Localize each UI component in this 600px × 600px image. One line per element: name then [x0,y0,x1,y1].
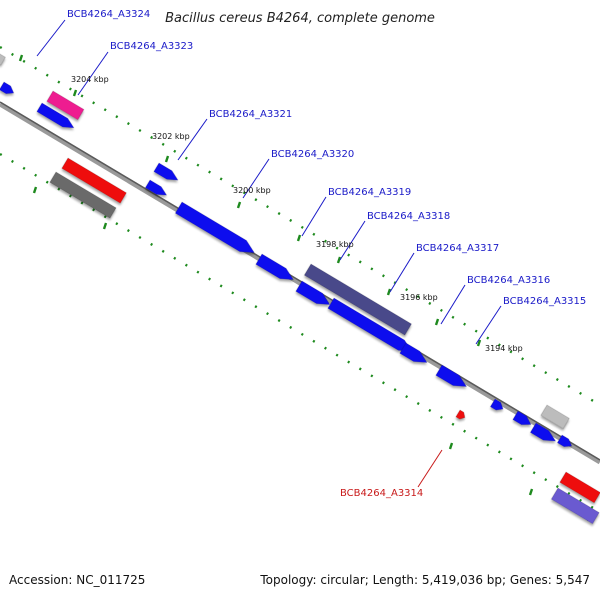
tick-label: 3204 kbp [71,75,109,84]
label-leader-line [77,51,109,96]
gene-feature[interactable] [559,471,600,504]
label-leader-line [301,196,327,237]
major-tick [434,318,440,326]
gene-feature[interactable] [550,487,600,525]
gene-feature[interactable] [295,280,333,310]
gene-feature[interactable] [46,90,85,121]
gene-label-a3321[interactable]: BCB4264_A3321 [209,109,292,120]
major-tick [18,54,24,62]
label-leaders [36,19,502,488]
major-tick [336,256,342,264]
gene-feature[interactable] [255,253,296,285]
tick-label: 3198 kbp [316,240,354,249]
gene-feature[interactable] [512,410,534,429]
label-leader-line [389,252,415,293]
gene-feature[interactable] [36,102,76,132]
tick-label: 3194 kbp [485,344,523,353]
label-leader-line [36,19,66,57]
major-tick [72,89,78,97]
gene-label-a3317[interactable]: BCB4264_A3317 [416,243,499,254]
label-leader-line [475,305,502,345]
major-tick [528,488,534,496]
map-title: Bacillus cereus B4264, complete genome [165,11,435,26]
gene-feature[interactable] [489,398,505,413]
major-tick [476,339,482,347]
major-tick [448,442,454,450]
gene-label-a3319[interactable]: BCB4264_A3319 [328,187,411,198]
gene-label-a3316[interactable]: BCB4264_A3316 [467,275,550,286]
gene-label-a3320[interactable]: BCB4264_A3320 [271,149,354,160]
label-leader-line [177,118,208,161]
gene-feature[interactable] [435,364,470,392]
major-tick [296,234,302,242]
tick-label: 3196 kbp [400,293,438,302]
tick-row [0,45,600,407]
gene-feature[interactable] [174,201,257,258]
genome-summary-text: Topology: circular; Length: 5,419,036 bp… [260,573,590,587]
major-tick [32,186,38,194]
gene-feature[interactable] [556,434,574,450]
label-leader-line [417,449,443,488]
gene-label-a3323[interactable]: BCB4264_A3323 [110,41,193,52]
tick-row [0,152,600,514]
accession-text: Accession: NC_011725 [9,573,146,587]
gene-label-a3314[interactable]: BCB4264_A3314 [340,488,423,499]
gene-feature[interactable] [144,179,169,199]
major-tick [102,222,108,230]
tick-label: 3200 kbp [233,186,271,195]
tick-label: 3202 kbp [152,132,190,141]
gene-feature[interactable] [0,47,6,66]
gene-label-a3324[interactable]: BCB4264_A3324 [67,9,150,20]
major-tick [386,288,392,296]
gene-feature[interactable] [0,81,16,97]
genome-backbone-edge [0,101,600,461]
gene-feature[interactable] [61,157,127,204]
label-leader-line [440,284,466,325]
gene-feature[interactable] [455,409,467,421]
gene-feature[interactable] [49,171,117,219]
gene-feature[interactable] [303,263,412,336]
label-leader-line [339,220,366,261]
major-tick [236,201,242,209]
gene-feature[interactable] [529,422,558,446]
tick-marks [0,45,600,522]
gene-label-a3315[interactable]: BCB4264_A3315 [503,296,586,307]
gene-feature[interactable] [153,162,181,184]
label-leader-line [242,158,270,199]
gene-label-a3318[interactable]: BCB4264_A3318 [367,211,450,222]
gene-feature[interactable] [540,404,570,430]
gene-feature[interactable] [399,342,430,368]
major-tick [164,155,170,163]
gene-features [0,47,600,525]
